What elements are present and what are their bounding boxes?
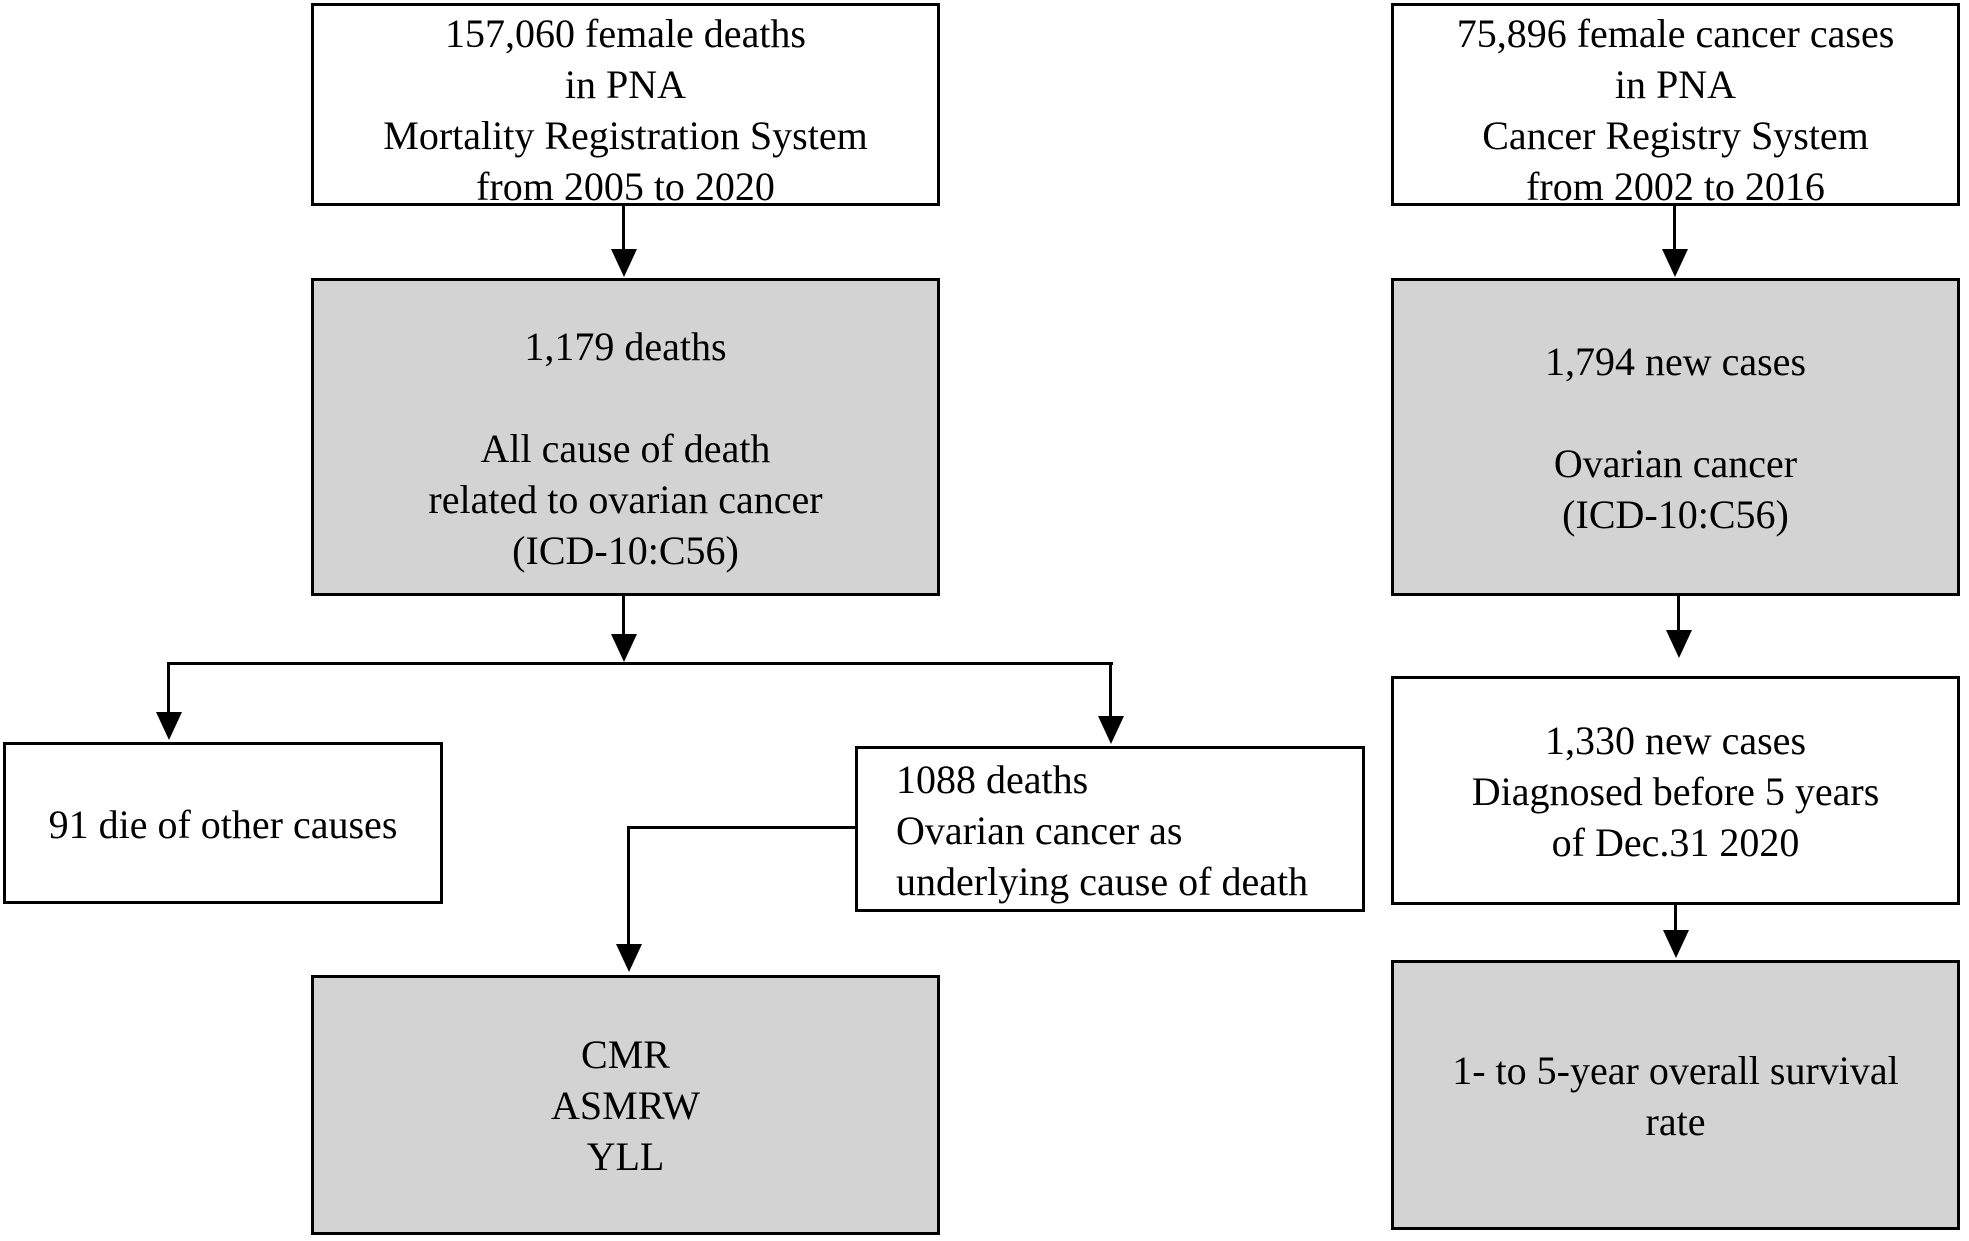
ovarian-deaths-box: 1,179 deaths All cause of death related … (311, 278, 940, 596)
box-line: of Dec.31 2020 (1551, 820, 1800, 865)
box-line: 1,794 new cases (1544, 339, 1807, 384)
connector-branch-to-other-causes (167, 665, 170, 712)
box-line: ASMRW (551, 1083, 700, 1128)
survival-rate-box: 1- to 5-year overall survival rate (1391, 960, 1960, 1230)
box-line: Diagnosed before 5 years (1471, 769, 1880, 814)
box-line: 1,330 new cases (1544, 718, 1807, 763)
box-line: Ovarian cancer (1553, 441, 1798, 486)
box-line: 75,896 female cancer cases (1456, 11, 1895, 56)
box-line: from 2005 to 2020 (476, 164, 775, 209)
box-line: 1088 deaths (896, 757, 1089, 802)
other-causes-box: 91 die of other causes (3, 742, 443, 904)
box-line: underlying cause of death (896, 859, 1309, 904)
connector-cancer-source-to-cases (1673, 205, 1676, 249)
arrowhead-down (1098, 716, 1124, 744)
box-line: related to ovarian cancer (428, 477, 823, 522)
box-line: 157,060 female deaths (445, 11, 806, 56)
box-line: from 2002 to 2016 (1526, 164, 1825, 209)
box-line: Cancer Registry System (1482, 113, 1869, 158)
box-line: Ovarian cancer as (896, 808, 1183, 853)
connector-mortality-source-to-deaths (622, 205, 625, 249)
branch-horizontal-line (167, 662, 1113, 665)
box-line: CMR (581, 1032, 670, 1077)
box-line: in PNA (1614, 62, 1737, 107)
box-line: (ICD-10:C56) (512, 528, 739, 573)
cancer-registry-source-box: 75,896 female cancer cases in PNA Cancer… (1391, 3, 1960, 209)
box-line (1394, 387, 1957, 438)
box-line: 91 die of other causes (48, 802, 398, 847)
mortality-metrics-box: CMR ASMRW YLL (311, 975, 940, 1235)
box-line: rate (1645, 1099, 1706, 1144)
connector-branch-to-underlying (1109, 665, 1112, 716)
mortality-registry-source-box: 157,060 female deaths in PNA Mortality R… (311, 3, 940, 209)
box-line: All cause of death (480, 426, 771, 471)
box-line: in PNA (564, 62, 687, 107)
arrowhead-down (611, 249, 637, 277)
diagnosed-cases-box: 1,330 new cases Diagnosed before 5 years… (1391, 676, 1960, 905)
arrowhead-down (1662, 249, 1688, 277)
box-line: Mortality Registration System (383, 113, 868, 158)
arrowhead-down (1666, 630, 1692, 658)
connector-underlying-to-metrics-vertical (627, 826, 630, 944)
connector-underlying-to-metrics-horizontal (627, 826, 855, 829)
arrowhead-down (611, 634, 637, 662)
box-line (314, 372, 937, 423)
ovarian-cases-box: 1,794 new cases Ovarian cancer (ICD-10:C… (1391, 278, 1960, 596)
box-line: 1,179 deaths (524, 324, 727, 369)
arrowhead-down (616, 944, 642, 972)
box-line: (ICD-10:C56) (1562, 492, 1789, 537)
connector-diagnosed-to-survival (1674, 905, 1677, 932)
connector-cases-to-diagnosed (1677, 596, 1680, 630)
arrowhead-down (1663, 930, 1689, 958)
box-line: YLL (586, 1134, 665, 1179)
box-line: 1- to 5-year overall survival (1452, 1048, 1899, 1093)
underlying-cause-box: 1088 deaths Ovarian cancer as underlying… (855, 746, 1365, 912)
connector-deaths-to-branch (622, 596, 625, 634)
arrowhead-down (156, 712, 182, 740)
